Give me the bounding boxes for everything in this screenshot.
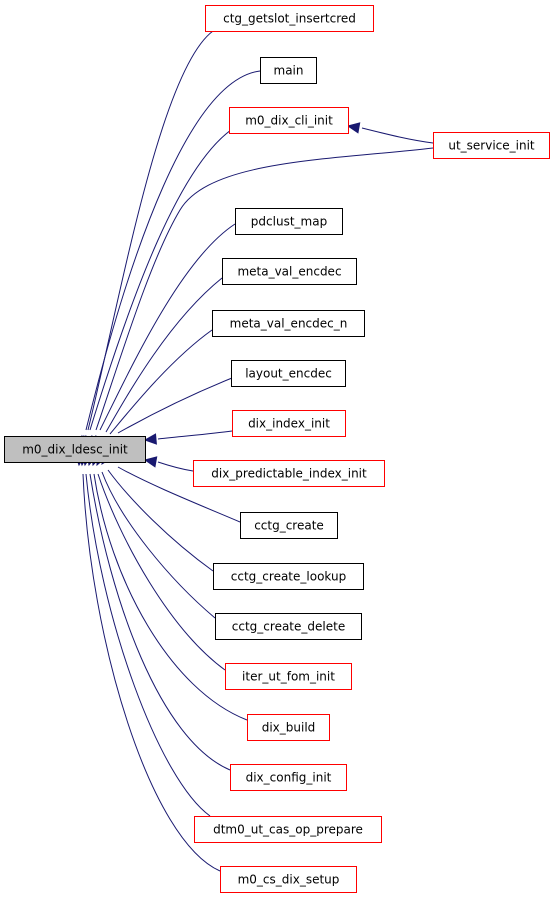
node-label: layout_encdec (245, 367, 332, 381)
edge-line (117, 377, 233, 434)
root-node: m0_dix_ldesc_init (4, 436, 146, 463)
node-label: dix_predictable_index_init (211, 467, 367, 481)
node-label: meta_val_encdec_n (230, 317, 348, 331)
caller-node[interactable]: dtm0_ut_cas_op_prepare (194, 816, 382, 843)
edge-line (361, 127, 434, 144)
node-box (212, 310, 365, 337)
node-label: dix_build (262, 721, 316, 735)
node-box (220, 866, 357, 893)
edge-n1-to-root (81, 30, 214, 449)
node-label: pdclust_map (251, 215, 327, 229)
edge-line (85, 70, 261, 431)
caller-node[interactable]: meta_val_encdec_n (212, 310, 365, 337)
node-label: m0_cs_dix_setup (238, 873, 340, 887)
node-label: m0_dix_ldesc_init (22, 443, 128, 457)
caller-node[interactable]: m0_cs_dix_setup (220, 866, 357, 893)
node-box (205, 5, 374, 32)
caller-node[interactable]: cctg_create_lookup (213, 563, 364, 590)
edge-n4-to-n3 (346, 122, 434, 144)
caller-node[interactable]: dix_index_init (232, 410, 346, 437)
node-label: dix_index_init (248, 417, 330, 431)
arrowhead-icon (346, 122, 361, 134)
caller-node[interactable]: layout_encdec (231, 360, 346, 387)
node-box (229, 107, 349, 134)
node-box (433, 132, 550, 159)
node-box (247, 714, 330, 741)
node-label: dix_config_init (246, 771, 332, 785)
edge-line (89, 125, 238, 431)
caller-node[interactable]: main (260, 57, 317, 84)
node-label: dtm0_ut_cas_op_prepare (213, 823, 363, 837)
edge-n17-to-root (77, 452, 211, 817)
edge-n9-to-root (143, 430, 233, 445)
arrowhead-icon (143, 433, 157, 445)
node-label: ctg_getslot_insertcred (223, 12, 356, 26)
edge-line (95, 147, 434, 431)
caller-node[interactable]: ut_service_init (433, 132, 550, 159)
node-box (222, 258, 357, 285)
edge-line (93, 473, 248, 721)
node-box (215, 613, 362, 640)
node-label: m0_dix_cli_init (245, 114, 333, 128)
edge-line (89, 473, 231, 771)
caller-node[interactable]: cctg_create (240, 512, 338, 539)
edge-line (157, 461, 194, 472)
node-box (4, 436, 146, 463)
edge-line (109, 329, 213, 435)
node-box (225, 663, 352, 690)
node-box (260, 57, 317, 84)
edge-line (107, 469, 214, 572)
edge-line (82, 473, 221, 872)
node-label: iter_ut_fom_init (242, 670, 335, 684)
node-label: cctg_create (254, 519, 324, 533)
node-box (231, 360, 346, 387)
caller-node[interactable]: m0_dix_cli_init (229, 107, 349, 134)
node-box (213, 563, 364, 590)
node-label: cctg_create_lookup (231, 570, 346, 584)
node-box (193, 460, 385, 487)
node-box (232, 410, 346, 437)
edge-line (99, 223, 236, 431)
node-box (230, 764, 347, 791)
caller-node[interactable]: ctg_getslot_insertcred (205, 5, 374, 32)
edge-line (87, 30, 214, 431)
node-label: main (274, 64, 304, 78)
edge-line (117, 466, 241, 523)
edge-line (85, 473, 211, 817)
caller-node[interactable]: meta_val_encdec (222, 258, 357, 285)
node-label: meta_val_encdec (237, 265, 341, 279)
node-box (194, 816, 382, 843)
caller-node[interactable]: dix_config_init (230, 764, 347, 791)
edge-line (157, 430, 233, 440)
edge-line (97, 473, 226, 671)
caller-node[interactable]: dix_predictable_index_init (193, 460, 385, 487)
call-graph-nodes: m0_dix_ldesc_init ctg_getslot_insertcredm… (4, 5, 550, 893)
edge-line (101, 471, 216, 619)
edge-n3-to-root (84, 125, 238, 449)
node-label: ut_service_init (448, 139, 535, 153)
edge-n4-to-root (90, 147, 434, 449)
edge-line (105, 277, 223, 433)
edge-n18-to-root (74, 453, 221, 872)
arrowhead-icon (143, 456, 158, 468)
caller-node[interactable]: pdclust_map (235, 208, 343, 235)
node-box (235, 208, 343, 235)
edge-n10-to-root (143, 456, 194, 472)
caller-node[interactable]: cctg_create_delete (215, 613, 362, 640)
caller-node[interactable]: dix_build (247, 714, 330, 741)
node-box (240, 512, 338, 539)
node-label: cctg_create_delete (232, 620, 345, 634)
caller-node[interactable]: iter_ut_fom_init (225, 663, 352, 690)
